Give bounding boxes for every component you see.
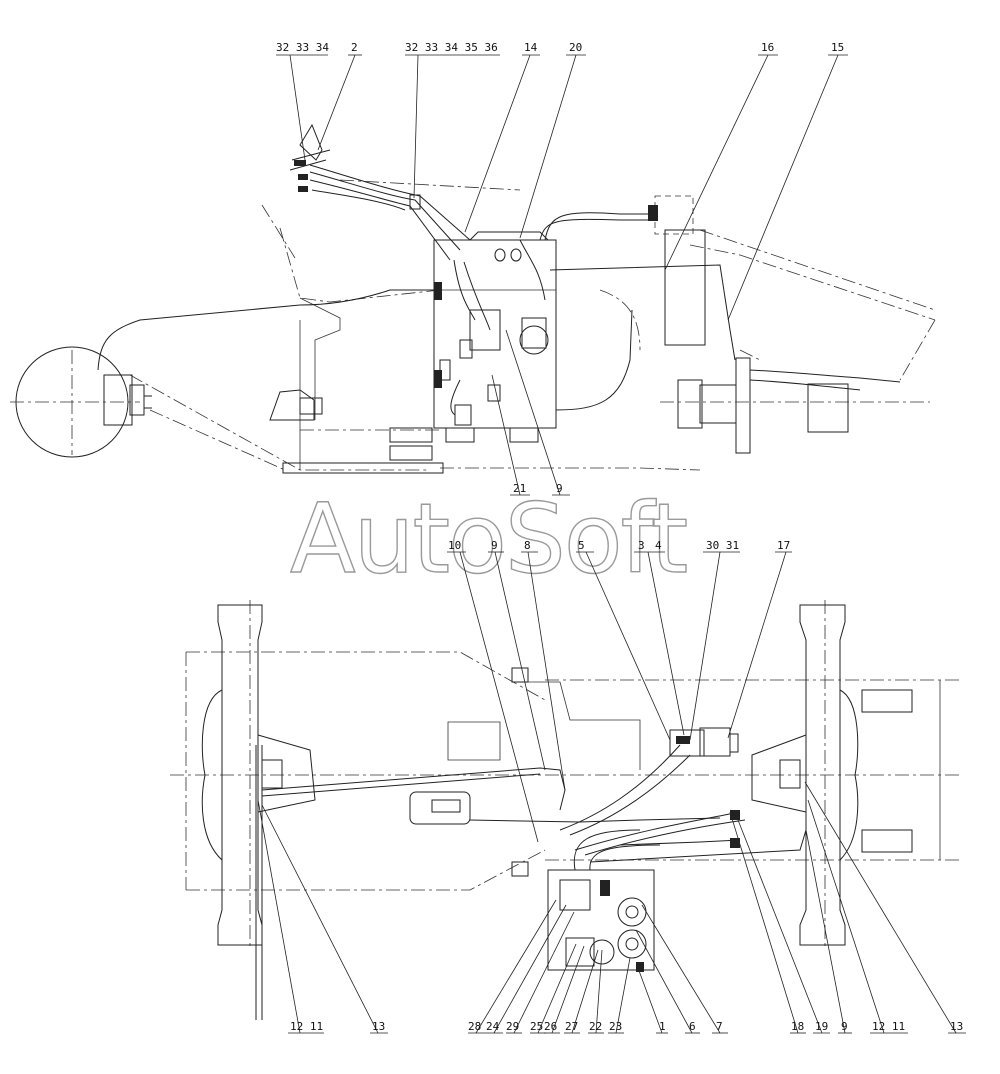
lower-panel — [547, 829, 661, 972]
watermark: AutoSoft — [290, 483, 687, 595]
callout-label: 6 — [689, 1020, 696, 1033]
right-axle — [751, 604, 859, 946]
callout-label: 9 — [841, 1020, 848, 1033]
pump-unit — [669, 727, 740, 848]
callout-label: 17 — [777, 539, 790, 552]
callout-label: 25 — [530, 1020, 543, 1033]
callout-label: 12 11 — [872, 1020, 905, 1033]
callout-label: 19 — [815, 1020, 828, 1033]
callout-label: 15 — [831, 41, 844, 54]
callout-label: 4 — [655, 539, 662, 552]
bottom-view — [170, 600, 960, 1020]
callout-label: 20 — [569, 41, 582, 54]
callout-label: 3 — [638, 539, 645, 552]
callout-label: 29 — [506, 1020, 519, 1033]
rear-axle-unit — [660, 349, 930, 454]
callout-label: 32 33 34 35 36 — [405, 41, 498, 54]
callout-label: 24 — [486, 1020, 500, 1033]
callout-label: 27 — [565, 1020, 578, 1033]
front-wheel — [10, 346, 152, 458]
callout-label: 21 — [513, 482, 526, 495]
top-callouts: 32 33 34 2 32 33 34 35 36 14 20 16 15 21… — [276, 41, 848, 496]
callout-label: 10 — [448, 539, 461, 552]
callout-label: 12 11 — [290, 1020, 323, 1033]
callout-label: 26 — [544, 1020, 557, 1033]
callout-label: 32 33 34 — [276, 41, 329, 54]
callout-label: 2 — [351, 41, 358, 54]
bottom-callouts: 10 9 8 5 3 4 30 31 17 — [257, 539, 966, 1034]
control-panel — [433, 231, 557, 443]
callout-label: 30 31 — [706, 539, 739, 552]
callout-label: 16 — [761, 41, 774, 54]
callout-label: 14 — [524, 41, 538, 54]
callout-label: 8 — [524, 539, 531, 552]
callout-label: 18 — [791, 1020, 804, 1033]
callout-label: 9 — [556, 482, 563, 495]
callout-label: 7 — [716, 1020, 723, 1033]
callout-label: 28 — [468, 1020, 481, 1033]
callout-label: 22 — [589, 1020, 602, 1033]
callout-label: 13 — [950, 1020, 963, 1033]
callout-label: 9 — [491, 539, 498, 552]
bracket-unit — [269, 389, 323, 421]
callout-label: 13 — [372, 1020, 385, 1033]
left-axle — [201, 604, 316, 1020]
callout-label: 1 — [659, 1020, 666, 1033]
callout-label: 5 — [578, 539, 585, 552]
top-view — [10, 123, 936, 474]
brake-pedal — [289, 123, 331, 192]
callout-label: 23 — [609, 1020, 622, 1033]
